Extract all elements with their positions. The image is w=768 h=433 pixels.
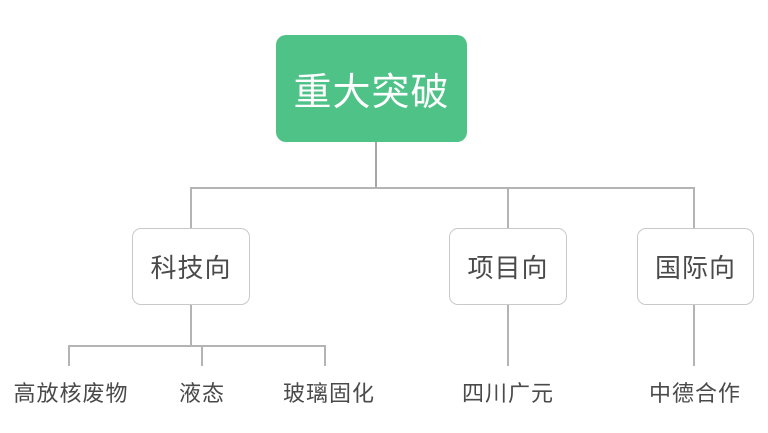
connector-drop-boligugua [324,345,326,366]
leaf-node-vitrification[interactable]: 玻璃固化 [282,381,376,406]
branch-node-technology[interactable]: 科技向 [132,228,250,305]
leaf-node-sichuan-guangyuan[interactable]: 四川广元 [461,381,555,406]
connector-drop-guoji [693,187,695,228]
branch-node-international[interactable]: 国际向 [637,228,754,305]
connector-drop-yetai [201,345,203,366]
connector-level2-horizontal [190,187,695,189]
connector-drop-xiangmu [507,187,509,228]
branch-node-project[interactable]: 项目向 [449,228,567,305]
leaf-node-china-germany-cooperation[interactable]: 中德合作 [648,381,742,406]
connector-root-stem [375,142,377,188]
connector-keji-children-horizontal [68,345,326,347]
leaf-node-high-level-nuclear-waste[interactable]: 高放核废物 [13,381,129,406]
leaf-node-liquid[interactable]: 液态 [178,381,226,406]
connector-guoji-stem [693,305,695,366]
connector-xiangmu-stem [507,305,509,366]
connector-drop-keji [190,187,192,228]
root-node-major-breakthrough[interactable]: 重大突破 [276,35,467,142]
connector-drop-gaofanghefeiwu [68,345,70,366]
connector-keji-stem [190,305,192,346]
